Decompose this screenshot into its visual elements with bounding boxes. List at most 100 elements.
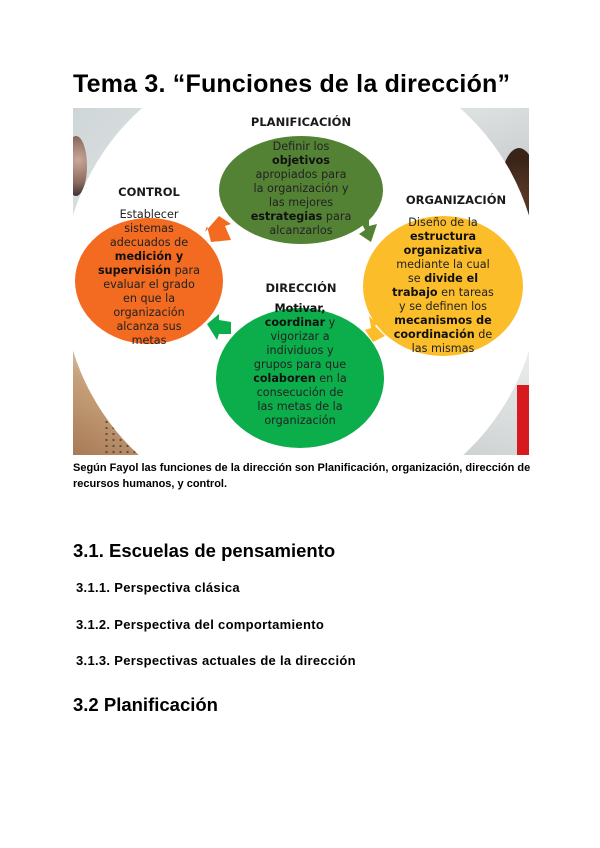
planificacion-label: PLANIFICACIÓN — [250, 115, 352, 129]
bold-text: colaboren — [253, 372, 316, 385]
text: individuos y — [266, 344, 334, 357]
text: y se definen los — [399, 300, 487, 313]
planificacion-line: apropiados para — [219, 168, 383, 182]
bold-text: estrategias — [250, 210, 323, 223]
text: organización — [264, 414, 336, 427]
control-line: supervisión para — [73, 264, 225, 278]
control-line: Establecer — [73, 208, 225, 222]
organizacion-circle — [363, 216, 523, 356]
control-circle — [75, 218, 223, 344]
organizacion-line: Diseño de la — [365, 216, 521, 230]
text: alcanza sus — [116, 320, 182, 333]
bold-text: estructura — [409, 230, 477, 243]
organizacion-line: mediante la cual — [365, 258, 521, 272]
planificacion-line: la organización y — [219, 182, 383, 196]
organizacion-line: y se definen los — [365, 300, 521, 314]
organizacion-line: mecanismos de — [365, 314, 521, 328]
direccion-line: coordinar y — [216, 316, 384, 330]
text: y — [325, 316, 336, 329]
direccion-line: organización — [216, 414, 384, 428]
organizacion-label: ORGANIZACIÓN — [405, 193, 507, 207]
planificacion-line: estrategias para — [219, 210, 383, 224]
arrow-planificacion-to-organizacion-icon — [359, 218, 377, 242]
text: en tareas — [437, 286, 494, 299]
planificacion-line: alcanzarlos — [219, 224, 383, 238]
planificacion-line: Definir los — [219, 140, 383, 154]
page-title: Tema 3. “Funciones de la dirección” — [73, 70, 511, 98]
bold-text: supervisión — [98, 264, 172, 277]
arrow-control-to-planificacion-icon — [205, 216, 231, 242]
bold-text: objetivos — [272, 154, 330, 167]
control-line: organización — [73, 306, 225, 320]
bold-text: organizativa — [403, 244, 483, 257]
bold-text: trabajo — [392, 286, 438, 299]
direccion-line: Motivar, — [216, 302, 384, 316]
control-line: en que la — [73, 292, 225, 306]
person-face-image — [73, 136, 87, 196]
heading-perspectivas-actuales: 3.1.3. Perspectivas actuales de la direc… — [76, 653, 356, 668]
control-line: evaluar el grado — [73, 278, 225, 292]
heading-planificacion: 3.2 Planificación — [73, 694, 218, 715]
text: Establecer — [119, 208, 179, 221]
direccion-circle — [216, 308, 384, 448]
direccion-label: DIRECCIÓN — [265, 281, 337, 295]
text: Diseño de la — [408, 216, 478, 229]
text: consecución de — [256, 386, 344, 399]
text: alcanzarlos — [269, 224, 333, 237]
text: grupos para que — [253, 358, 347, 371]
text: en la — [315, 372, 347, 385]
heading-escuelas-de-pensamiento: 3.1. Escuelas de pensamiento — [73, 540, 336, 561]
text: organización — [113, 306, 185, 319]
control-line: alcanza sus — [73, 320, 225, 334]
text: metas — [131, 334, 167, 347]
direccion-line: consecución de — [216, 386, 384, 400]
control-line: metas — [73, 334, 225, 348]
bold-text: coordinar — [264, 316, 326, 329]
text: vigorizar a — [270, 330, 330, 343]
heading-perspectiva-comportamiento: 3.1.2. Perspectiva del comportamiento — [76, 617, 325, 632]
control-line: medición y — [73, 250, 225, 264]
planificacion-line: objetivos — [219, 154, 383, 168]
control-line: adecuados de — [73, 236, 225, 250]
text: mediante la cual — [396, 258, 490, 271]
direccion-line: vigorizar a — [216, 330, 384, 344]
planificacion-circle — [219, 136, 383, 244]
organizacion-line: trabajo en tareas — [365, 286, 521, 300]
organizacion-line: coordinación de — [365, 328, 521, 342]
text: para — [171, 264, 200, 277]
text: Definir los — [272, 140, 330, 153]
organizacion-line: se divide el — [365, 272, 521, 286]
text: para — [322, 210, 352, 223]
text: en que la — [122, 292, 176, 305]
direccion-line: grupos para que — [216, 358, 384, 372]
organizacion-line: organizativa — [365, 244, 521, 258]
text: de — [474, 328, 493, 341]
planificacion-line: las mejores — [219, 196, 383, 210]
arrow-direccion-to-control-icon — [207, 314, 231, 340]
bold-text: divide el — [424, 272, 479, 285]
direccion-line: individuos y — [216, 344, 384, 358]
text: la organización y — [253, 182, 349, 195]
arrow-organizacion-to-direccion-icon — [365, 316, 385, 342]
bold-text: coordinación — [393, 328, 475, 341]
text: evaluar el grado — [103, 278, 195, 291]
heading-perspectiva-clasica: 3.1.1. Perspectiva clásica — [76, 580, 240, 595]
text: las mismas — [411, 342, 475, 355]
bold-text: medición y — [114, 250, 184, 263]
red-edge-image — [517, 385, 529, 455]
bold-text: Motivar, — [274, 302, 326, 315]
text: las mejores — [268, 196, 334, 209]
direccion-line: colaboren en la — [216, 372, 384, 386]
bold-text: mecanismos de — [394, 314, 492, 327]
control-line: sistemas — [73, 222, 225, 236]
text: sistemas — [124, 222, 174, 235]
control-label: CONTROL — [118, 185, 180, 199]
organizacion-line: las mismas — [365, 342, 521, 356]
direccion-line: las metas de la — [216, 400, 384, 414]
text: adecuados de — [109, 236, 189, 249]
